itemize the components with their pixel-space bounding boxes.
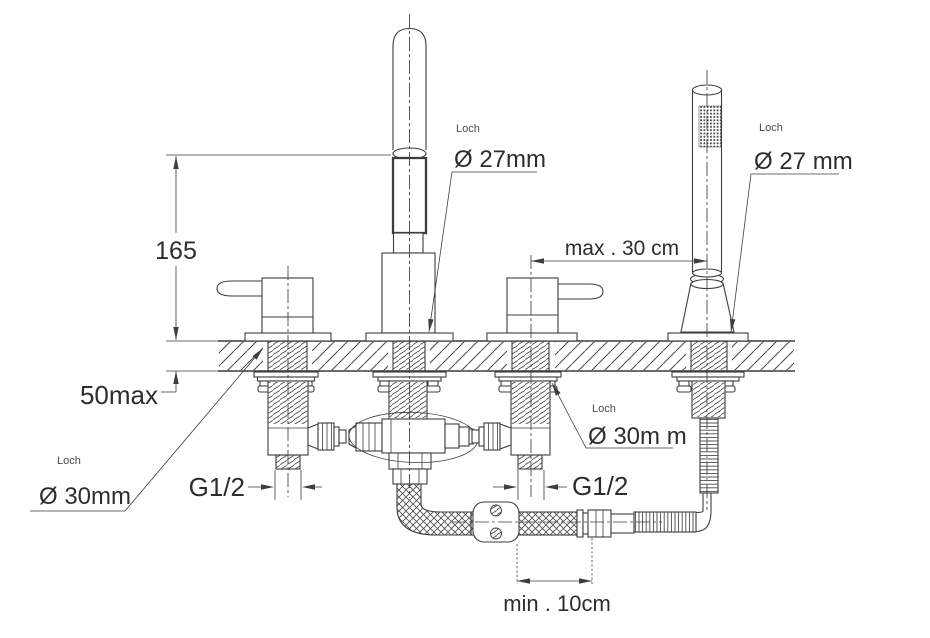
- label-spout-hole: Loch Ø 27mm: [428, 123, 546, 333]
- label-left-hole: Loch Ø 30mm: [30, 347, 264, 512]
- shower-tail-pipe: [699, 417, 719, 494]
- dimension-min-10cm: min . 10cm: [503, 538, 611, 616]
- label-right-hole-value: Ø 30m m: [588, 423, 687, 450]
- left-outlet-taper: [307, 423, 319, 450]
- hose-elbow: [396, 483, 472, 536]
- label-shower-hole: Loch Ø 27 mm: [730, 122, 853, 333]
- spout-upper-tube: [392, 27, 427, 150]
- dim-g12-right-text: G1/2: [572, 471, 628, 501]
- right-handle-valve: [471, 277, 604, 470]
- label-spout-hole-caption: Loch: [456, 123, 480, 135]
- spout-base-block: [381, 252, 436, 334]
- hose-weight-block: [472, 501, 520, 543]
- shower-hose: [396, 483, 712, 543]
- left-lever-handle: [216, 280, 265, 297]
- right-lever-handle: [556, 283, 604, 300]
- dimension-165: 165: [155, 154, 391, 340]
- dim-50max-text: 50max: [80, 380, 158, 410]
- dimension-50max: 50max: [80, 371, 179, 410]
- metal-hose: [633, 511, 697, 533]
- label-left-hole-value: Ø 30mm: [39, 483, 131, 510]
- countertop-deck: [166, 340, 795, 372]
- label-right-hole: Loch Ø 30m m: [551, 382, 687, 450]
- label-shower-hole-value: Ø 27 mm: [754, 148, 853, 175]
- centerlines: [287, 14, 708, 523]
- dim-g12-left-text: G1/2: [189, 472, 245, 502]
- under-deck-mixer-cartridge: [348, 412, 483, 485]
- left-handle-valve: [216, 277, 347, 470]
- dim-165-text: 165: [155, 237, 197, 265]
- dimension-max-30cm: max . 30 cm: [531, 237, 707, 264]
- dimension-g12-right: G1/2: [493, 470, 628, 501]
- dim-max30-text: max . 30 cm: [565, 237, 679, 260]
- shower-holder-cone: [680, 282, 735, 333]
- hand-shower: [667, 84, 749, 511]
- label-shower-hole-caption: Loch: [759, 122, 783, 134]
- label-spout-hole-value: Ø 27mm: [454, 146, 546, 173]
- shower-spray-face: [698, 105, 722, 148]
- label-left-hole-caption: Loch: [57, 455, 81, 467]
- label-right-hole-caption: Loch: [592, 403, 616, 415]
- dim-min10-text: min . 10cm: [503, 591, 611, 616]
- dimension-g12-left: G1/2: [189, 470, 322, 502]
